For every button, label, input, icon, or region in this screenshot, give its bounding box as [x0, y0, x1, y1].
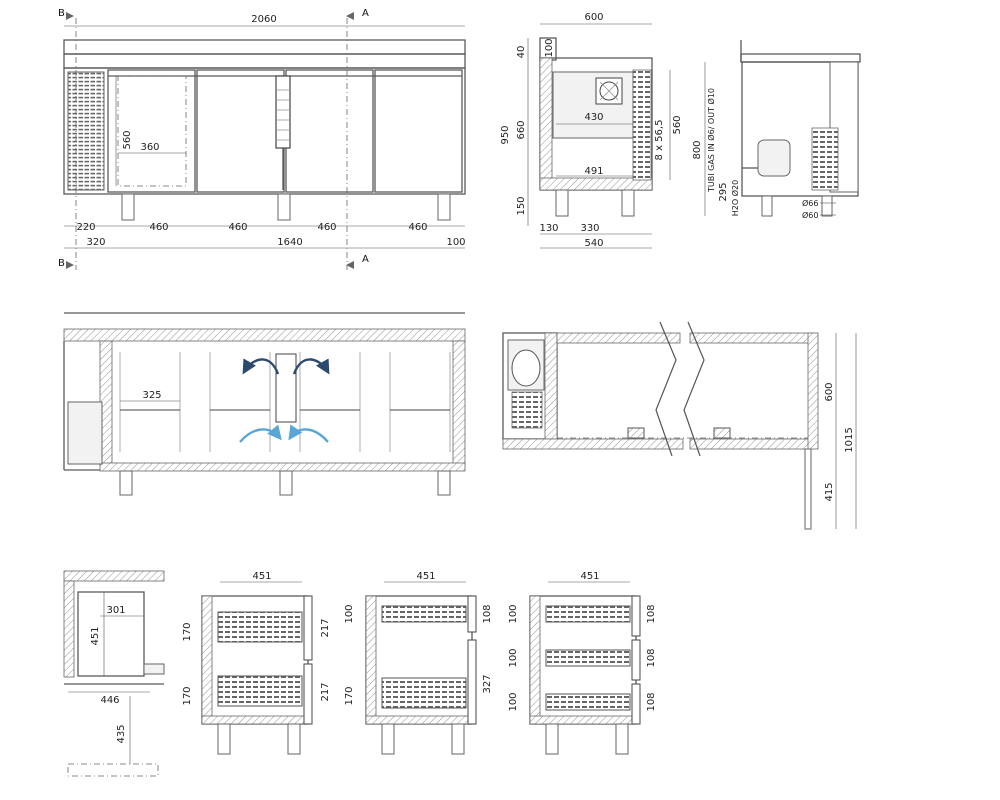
svg-text:100: 100 [508, 692, 519, 711]
compressor [757, 139, 791, 177]
svg-text:1640: 1640 [277, 237, 302, 248]
svg-text:460: 460 [228, 222, 247, 233]
svg-text:Ø60: Ø60 [802, 210, 818, 220]
svg-text:100: 100 [508, 648, 519, 667]
svg-text:950: 950 [500, 125, 511, 144]
compressor-grille [67, 71, 105, 191]
svg-text:560: 560 [122, 130, 133, 149]
airflow-in-right [288, 424, 329, 443]
drawer-basket [545, 605, 631, 623]
fan-plan [275, 353, 297, 423]
door-section [804, 448, 812, 530]
svg-text:A: A [362, 254, 369, 265]
drawer-basket [545, 649, 631, 667]
svg-text:H2O Ø20: H2O Ø20 [730, 180, 740, 216]
svg-text:600: 600 [824, 382, 835, 401]
svg-text:451: 451 [580, 571, 599, 582]
svg-text:295: 295 [718, 182, 729, 201]
svg-text:40: 40 [516, 46, 527, 59]
svg-text:301: 301 [106, 605, 125, 616]
cabinet-body [63, 67, 466, 195]
connection-view: TUBI GAS IN Ø6/ OUT Ø10 800 295 H2O Ø20 … [692, 40, 861, 220]
svg-text:460: 460 [317, 222, 336, 233]
svg-text:491: 491 [584, 166, 603, 177]
svg-text:600: 600 [584, 12, 603, 23]
svg-text:Ø66: Ø66 [802, 198, 818, 208]
svg-text:1015: 1015 [844, 427, 855, 452]
side-section-view: 600 40 100 950 660 150 430 491 8 x 56,5 … [500, 12, 683, 249]
condenser [811, 127, 839, 191]
svg-text:B: B [58, 258, 65, 269]
svg-text:100: 100 [344, 604, 355, 623]
door-4 [374, 69, 463, 193]
svg-text:217: 217 [320, 682, 331, 701]
svg-text:A: A [362, 8, 369, 19]
airflow-out-right [292, 358, 330, 375]
svg-text:451: 451 [416, 571, 435, 582]
drawer-basket [217, 611, 303, 643]
front-view: 2060 220 460 460 460 460 320 1640 100 36… [58, 8, 466, 270]
svg-text:327: 327 [482, 674, 493, 693]
svg-text:800: 800 [692, 140, 703, 159]
svg-text:330: 330 [580, 223, 599, 234]
svg-text:451: 451 [252, 571, 271, 582]
svg-text:325: 325 [142, 390, 161, 401]
svg-text:451: 451 [90, 626, 101, 645]
compressor-plan [67, 401, 103, 465]
svg-text:360: 360 [140, 142, 159, 153]
svg-text:108: 108 [646, 604, 657, 623]
svg-text:TUBI GAS IN Ø6/ OUT Ø10: TUBI GAS IN Ø6/ OUT Ø10 [706, 88, 716, 193]
inner-outline [117, 75, 187, 187]
svg-text:150: 150 [516, 196, 527, 215]
svg-text:108: 108 [646, 648, 657, 667]
fan-unit [275, 75, 291, 149]
svg-text:460: 460 [408, 222, 427, 233]
svg-text:170: 170 [182, 622, 193, 641]
drawer-basket [381, 605, 467, 623]
svg-text:100: 100 [544, 38, 555, 57]
leg [437, 193, 451, 221]
door-1 [107, 69, 196, 193]
svg-text:430: 430 [584, 112, 603, 123]
airflow-in-left [239, 424, 282, 443]
svg-text:415: 415 [824, 482, 835, 501]
drawer-view-two: 451 170 170 217 217 [182, 571, 331, 755]
dim-2060: 2060 [251, 14, 276, 25]
section-view: 600 415 1015 [502, 321, 857, 530]
svg-text:217: 217 [320, 618, 331, 637]
svg-text:540: 540 [584, 238, 603, 249]
svg-text:560: 560 [672, 115, 683, 134]
svg-text:108: 108 [646, 692, 657, 711]
svg-text:100: 100 [446, 237, 465, 248]
svg-text:130: 130 [539, 223, 558, 234]
svg-text:320: 320 [86, 237, 105, 248]
leg [277, 193, 291, 221]
drawer-basket [381, 677, 467, 709]
svg-text:660: 660 [516, 120, 527, 139]
worktop [63, 39, 466, 55]
plan-view: 325 [63, 312, 466, 496]
svg-text:B: B [58, 8, 65, 19]
svg-text:220: 220 [76, 222, 95, 233]
airflow-out-left [242, 358, 280, 375]
drawer-inner-view: 301 451 446 435 [63, 570, 165, 777]
svg-text:100: 100 [508, 604, 519, 623]
svg-text:460: 460 [149, 222, 168, 233]
svg-text:170: 170 [344, 686, 355, 705]
drawer-basket [217, 675, 303, 707]
svg-text:8 x 56,5: 8 x 56,5 [654, 120, 665, 161]
worktop-edge [63, 53, 466, 69]
svg-text:108: 108 [482, 604, 493, 623]
drawer-view-mixed: 451 100 108 170 327 [344, 571, 493, 755]
door-2 [196, 69, 285, 193]
drawer-view-three: 451 100 100 100 108 108 108 [508, 571, 657, 755]
leg [121, 193, 135, 221]
svg-text:170: 170 [182, 686, 193, 705]
svg-text:435: 435 [116, 724, 127, 743]
drawer-basket [545, 693, 631, 711]
door-3 [285, 69, 374, 193]
svg-text:446: 446 [100, 695, 119, 706]
